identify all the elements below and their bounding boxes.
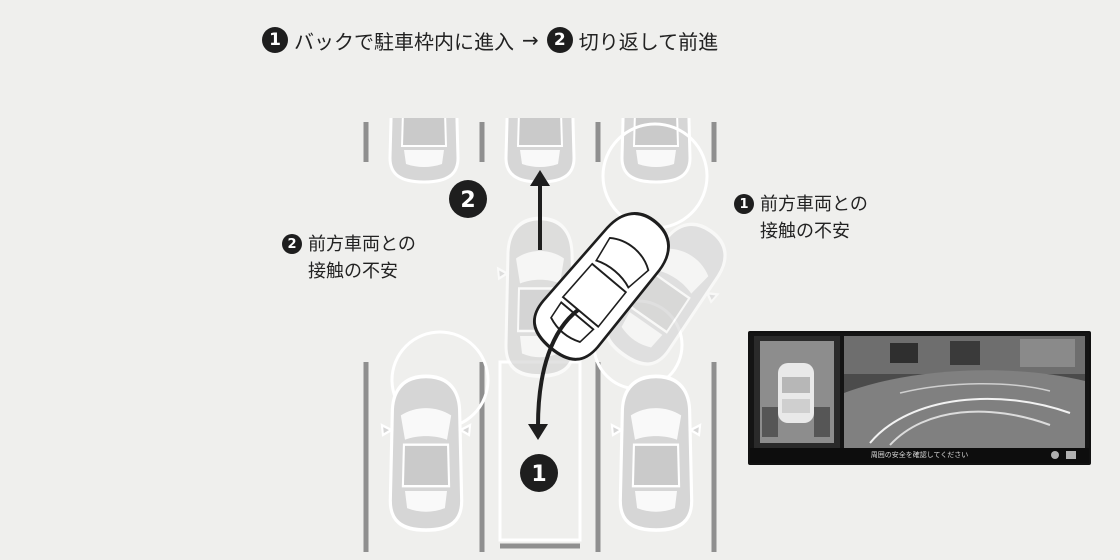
forward-arrowhead	[530, 170, 550, 186]
reverse-arrowhead	[528, 424, 548, 440]
callout-1-badge: 1	[734, 194, 754, 214]
callout-2-badge: 2	[282, 234, 302, 254]
callout-1-line1: 前方車両との	[760, 194, 868, 215]
path-arrow-reverse	[536, 308, 580, 427]
guide-line-outer	[869, 397, 1071, 444]
camera-settings-icon	[1066, 451, 1076, 459]
callout-front-contact-1: 1 前方車両との 接触の不安	[734, 191, 868, 245]
parked-car-top-right	[612, 118, 700, 184]
guide-line-inner	[889, 410, 1051, 446]
bottom-stall-lines	[363, 362, 717, 552]
callout-1-line2: 接触の不安	[760, 221, 850, 242]
top-stall-lines	[363, 122, 717, 162]
camera-view	[750, 336, 1089, 463]
step-1-badge: 1	[262, 27, 288, 53]
svg-text:2: 2	[460, 188, 475, 213]
camera-caption: 周囲の安全を確認してください	[870, 451, 969, 459]
camera-view-icon	[1051, 451, 1059, 459]
marker-2: 2	[449, 180, 487, 218]
parked-car-bottom-left	[380, 374, 472, 532]
step-2-badge: 2	[546, 27, 573, 53]
step-2-text: 切り返して前進	[578, 29, 719, 54]
parked-car-bottom-right	[610, 374, 702, 532]
svg-text:1: 1	[531, 462, 546, 487]
parked-car-top-center	[496, 118, 584, 184]
diagram-title: 1 バックで駐車枠内に進入 → 2 切り返して前進	[262, 24, 718, 56]
camera-monitor: 周囲の安全を確認してください	[748, 331, 1091, 465]
step-arrow: →	[522, 28, 539, 52]
camera-bottom-bar	[750, 448, 1089, 463]
callout-front-contact-2: 2 前方車両との 接触の不安	[282, 231, 416, 285]
callout-2-line2: 接触の不安	[308, 261, 398, 282]
callout-2-line1: 前方車両との	[308, 234, 416, 255]
step-1-text: バックで駐車枠内に進入	[294, 29, 514, 54]
marker-1: 1	[520, 454, 558, 492]
parked-car-top-left	[380, 118, 468, 184]
